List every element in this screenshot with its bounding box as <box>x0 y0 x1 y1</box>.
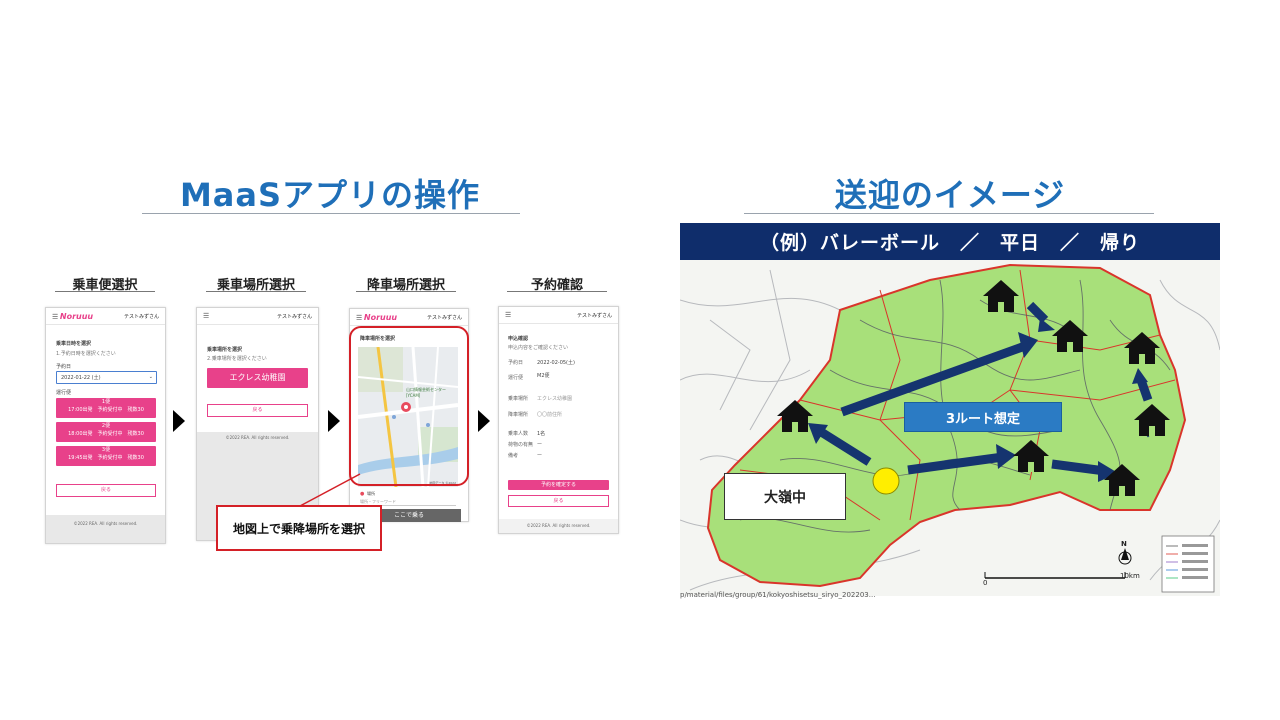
menu-icon[interactable]: ☰ <box>52 312 59 321</box>
row-value: ー <box>537 453 543 459</box>
row-key: 運行便 <box>508 375 524 381</box>
row-value: ー <box>537 442 543 448</box>
step-label-confirm: 予約確認 <box>530 278 583 293</box>
app-logo: Noruuu <box>59 311 94 321</box>
date-value: 2022-01-22 (土) <box>61 375 101 381</box>
date-select[interactable]: 2022-01-22 (土) ⌄ <box>56 371 157 384</box>
step-arrow-icon <box>173 410 185 432</box>
step-divider <box>356 291 456 292</box>
chevron-down-icon: ⌄ <box>148 374 153 380</box>
back-button[interactable]: 戻る <box>56 484 156 497</box>
date-label: 予約日 <box>56 364 72 370</box>
bin-button-2[interactable]: 2便 18:00出発 予約受付中 残数30 <box>56 422 156 442</box>
bin-detail: 19:45出発 予約受付中 残数30 <box>68 454 144 461</box>
row-key: 荷物の有無 <box>508 442 534 448</box>
screen-heading: 申込確認 <box>508 336 529 342</box>
callout-pointer <box>299 473 361 507</box>
pin-icon: ● <box>360 491 365 497</box>
pickup-title: 送迎のイメージ <box>834 176 1066 214</box>
step-label-ride: 乗車便選択 <box>72 278 138 293</box>
row-value: 1名 <box>537 431 546 437</box>
user-name: テストみずさん <box>576 312 612 319</box>
app-logo: Noruuu <box>363 312 398 322</box>
screen-heading: 乗車日時を選択 <box>56 341 92 347</box>
menu-icon[interactable]: ☰ <box>356 313 363 322</box>
row-value: エクレス幼稚園 <box>537 396 573 402</box>
menu-icon[interactable]: ☰ <box>505 311 512 319</box>
map-poi-label: 山口情報芸術センター[YCAM] <box>406 387 446 398</box>
scenario-banner: （例）バレーボール ／ 平日 ／ 帰り <box>680 223 1220 260</box>
scale-end: 10km <box>1120 572 1140 580</box>
phone-confirm: ☰ テストみずさん 申込確認 申込内容をご確認ください 予約日 2022-02-… <box>498 306 619 534</box>
bin-detail: 18:00出発 予約受付中 残数30 <box>68 430 144 437</box>
bin-name: 3便 <box>101 447 111 453</box>
title-divider <box>142 213 520 214</box>
row-key: 降車場所 <box>508 412 529 418</box>
row-key: 備考 <box>508 453 519 459</box>
place-label: 場所 <box>367 491 375 496</box>
row-key: 乗車人数 <box>508 431 529 437</box>
dropoff-map[interactable]: 山口情報芸術センター[YCAM] 地図データ ©2022 <box>357 346 459 488</box>
phone-dropoff-select: ☰ Noruuu テストみずさん 降車場所を選択 山口情報芸術センター[YCAM… <box>349 308 469 522</box>
north-label: N <box>1121 540 1127 548</box>
bin-button-3[interactable]: 3便 19:45出発 予約受付中 残数30 <box>56 446 156 466</box>
pickup-stop-button[interactable]: エクレス幼稚園 <box>207 368 308 388</box>
row-value: 〇〇前住所 <box>537 412 563 418</box>
bin-button-1[interactable]: 1便 17:00出発 予約受付中 残数30 <box>56 398 156 418</box>
step-arrow-icon <box>478 410 490 432</box>
step-label-dropoff: 降車場所選択 <box>366 278 445 293</box>
phone-footer: ©2022 REA. All rights reserved. <box>499 519 618 533</box>
bin-name: 2便 <box>101 423 111 429</box>
back-button[interactable]: 戻る <box>508 495 609 507</box>
user-name: テストみずさん <box>123 313 159 320</box>
user-name: テストみずさん <box>276 313 312 320</box>
confirm-location-button[interactable]: ここで乗る <box>357 509 461 522</box>
screen-hint: 2.乗車場所を選択ください <box>207 356 267 362</box>
bin-detail: 17:00出発 予約受付中 残数30 <box>68 406 144 413</box>
source-caption: p/material/files/group/61/kokyoshisetsu_… <box>680 591 876 599</box>
user-name: テストみずさん <box>426 314 462 321</box>
phone-pickup-select: ☰ テストみずさん 乗車場所を選択 2.乗車場所を選択ください エクレス幼稚園 … <box>196 307 319 541</box>
step-divider <box>507 291 607 292</box>
school-label: 大嶺中 <box>724 473 846 520</box>
step-divider <box>206 291 306 292</box>
phone-ride-select: ☰ Noruuu テストみずさん 乗車日時を選択 1.予約日時を選択ください 予… <box>45 307 166 544</box>
step-divider <box>55 291 155 292</box>
bins-label: 運行便 <box>56 390 72 396</box>
scale-zero: 0 <box>983 579 988 587</box>
map-graphic <box>357 346 459 488</box>
row-value: 2022-02-05(土) <box>537 360 575 366</box>
back-button[interactable]: 戻る <box>207 404 308 417</box>
row-key: 予約日 <box>508 360 524 366</box>
map-highlight <box>349 326 469 486</box>
row-key: 乗車場所 <box>508 396 529 402</box>
place-input[interactable]: 場所・フリーワード <box>360 499 456 506</box>
map-callout: 地図上で乗降場所を選択 <box>216 505 382 551</box>
bin-name: 1便 <box>101 399 111 405</box>
maas-title: MaaSアプリの操作 <box>179 176 481 214</box>
map-credit: 地図データ ©2022 <box>429 481 456 485</box>
screen-heading: 降車場所を選択 <box>360 336 396 342</box>
submit-reservation-button[interactable]: 予約を確定する <box>508 480 609 490</box>
step-label-pickup: 乗車場所選択 <box>216 278 295 293</box>
screen-hint: 1.予約日時を選択ください <box>56 351 116 357</box>
title-divider <box>744 213 1154 214</box>
phone-footer: ©2022 REA. All rights reserved. <box>46 515 165 543</box>
route-count-label: 3ルート想定 <box>904 402 1062 432</box>
menu-icon[interactable]: ☰ <box>203 312 210 320</box>
step-arrow-icon <box>328 410 340 432</box>
house-icons <box>777 280 1170 496</box>
row-value: M2便 <box>537 373 550 379</box>
screen-heading: 乗車場所を選択 <box>207 347 243 353</box>
screen-hint: 申込内容をご確認ください <box>508 345 569 351</box>
